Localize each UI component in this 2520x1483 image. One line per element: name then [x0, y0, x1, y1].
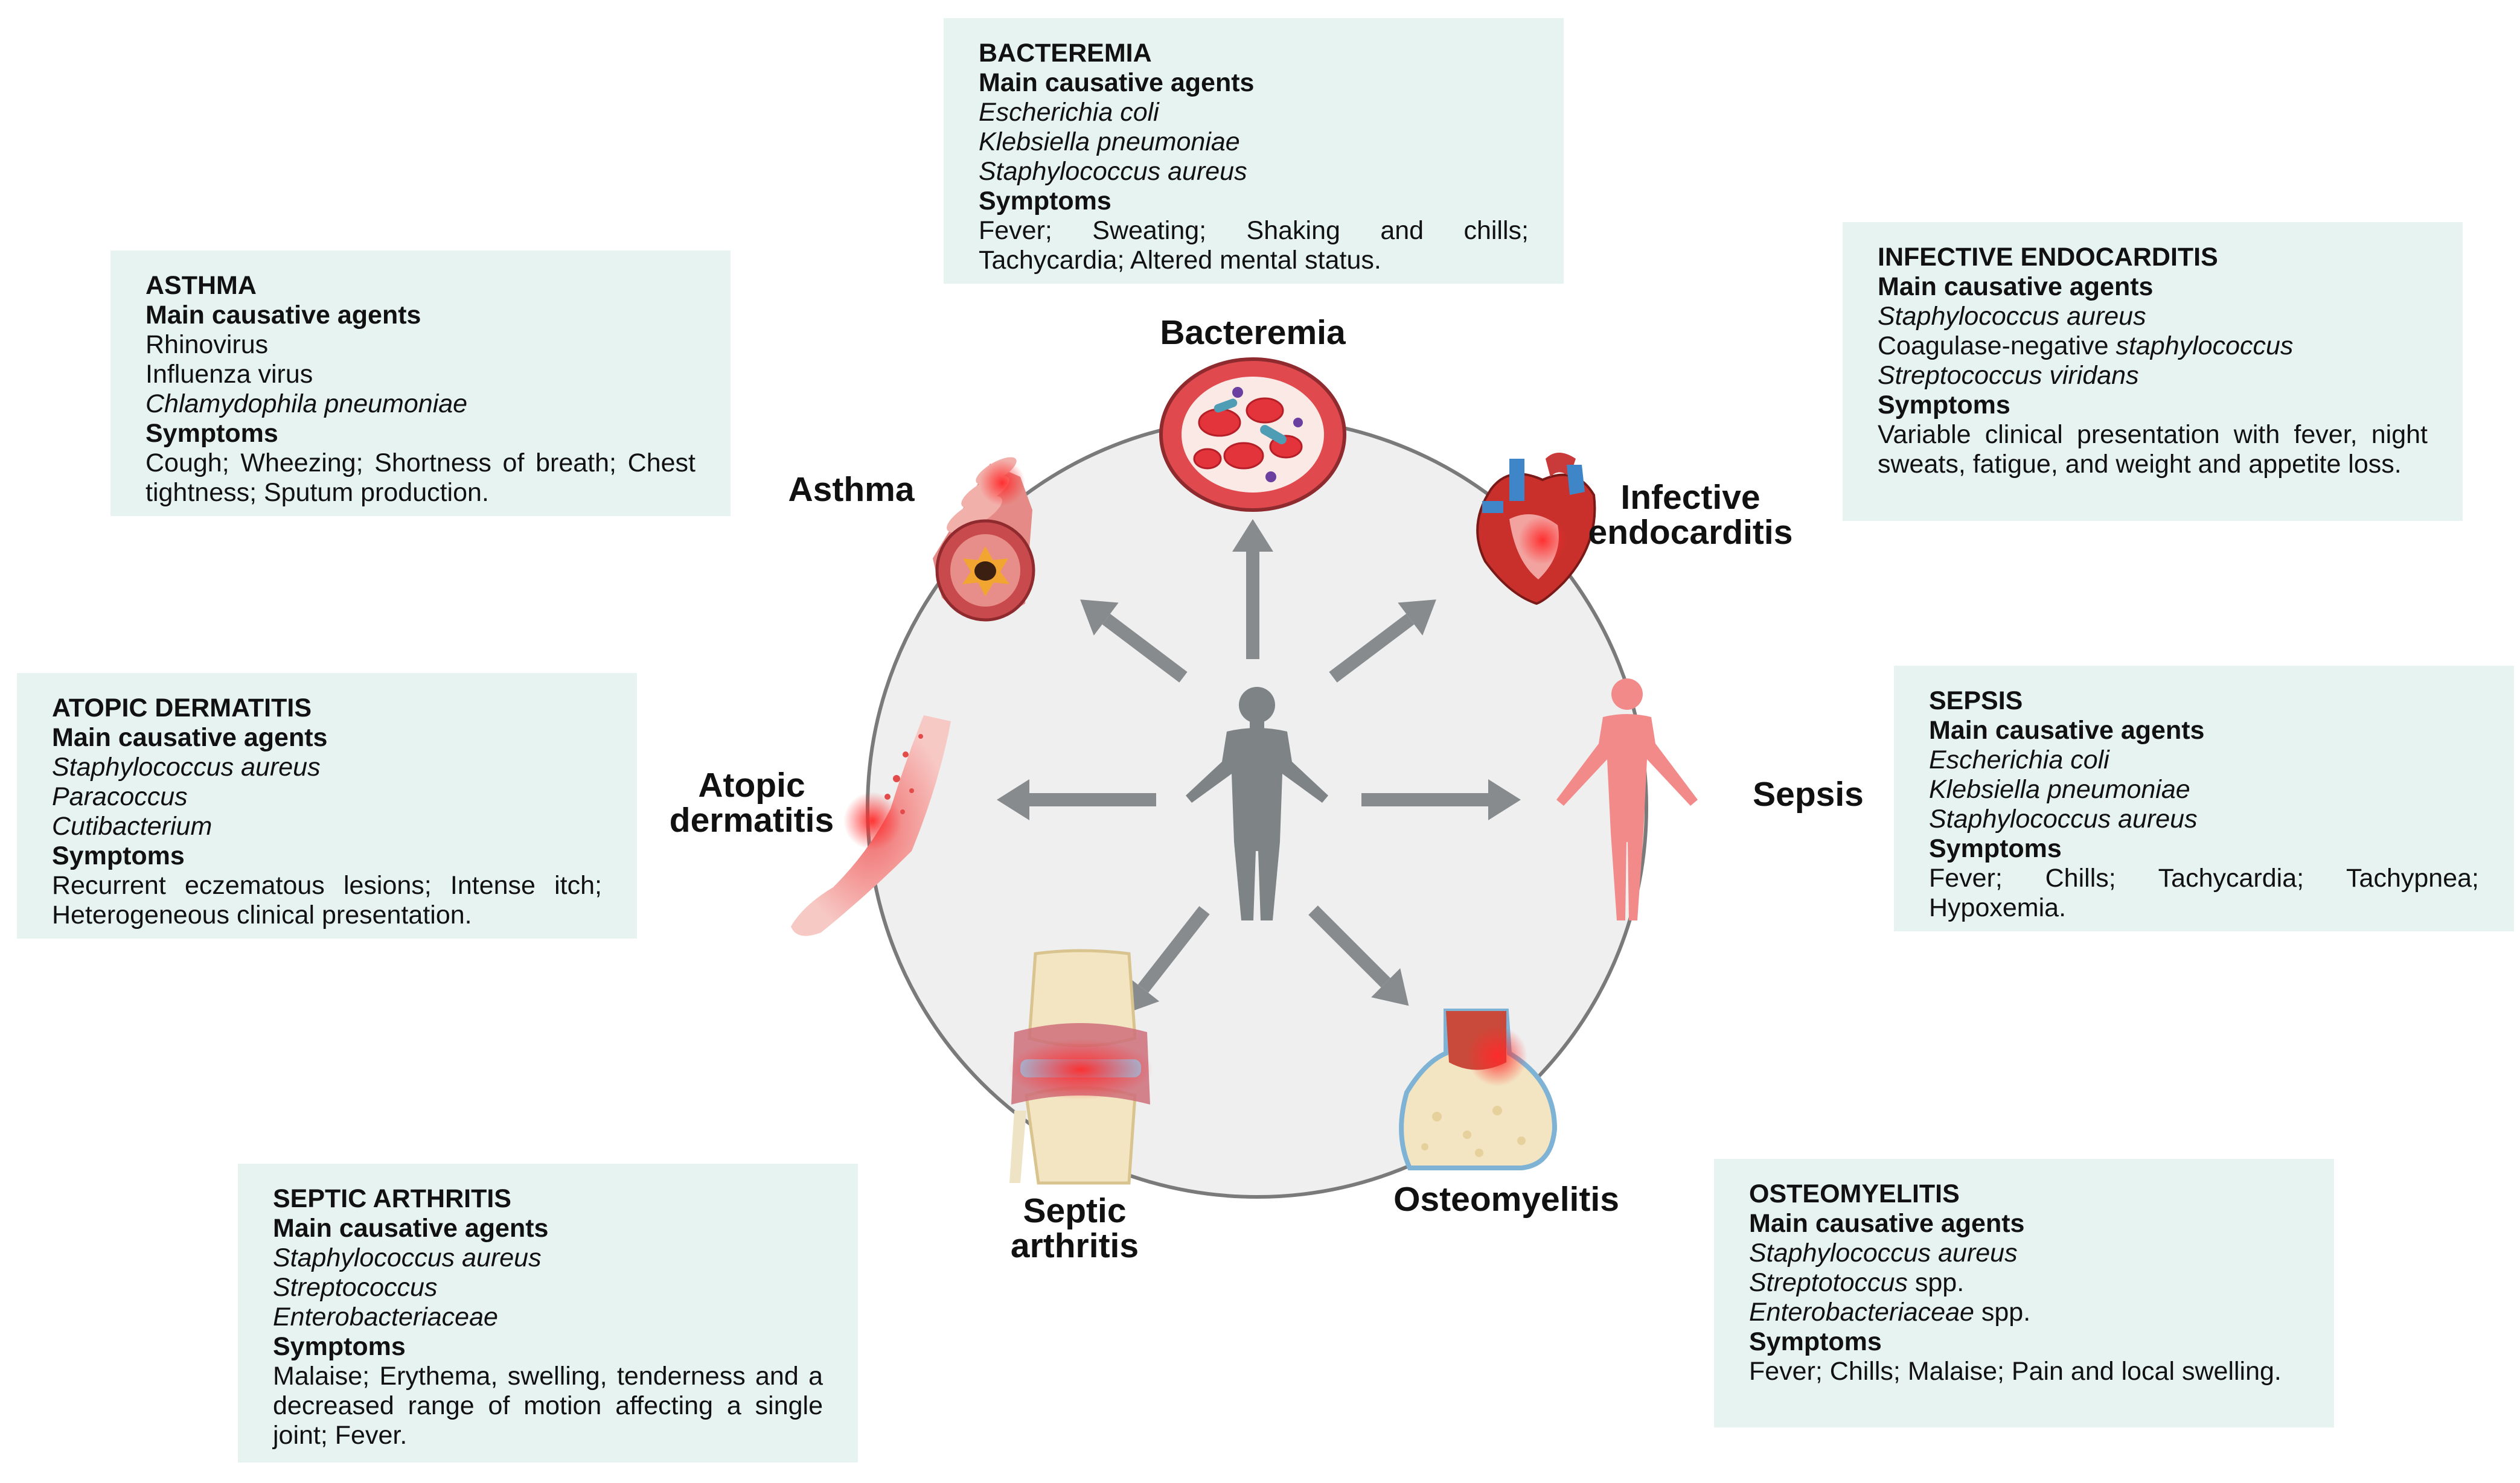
- blood-vessel-icon: [1159, 357, 1346, 512]
- human-figure-icon: [1186, 687, 1328, 920]
- symptoms-heading: Symptoms: [1878, 391, 2010, 419]
- arrow-to-endocarditis: [1329, 599, 1436, 683]
- agent-item: Staphylococcus aureus: [52, 753, 321, 782]
- bone-icon: [1399, 1009, 1558, 1170]
- info-box-asthma: ASTHMA Main causative agents Rhinovirus …: [110, 250, 731, 516]
- label-osteomyelitis: Osteomyelitis: [1393, 1180, 1619, 1219]
- symptoms-text: Malaise; Erythema, swelling, tenderness …: [273, 1362, 823, 1450]
- symptoms-heading: Symptoms: [52, 841, 185, 870]
- agent-item: Klebsiella pneumoniae: [979, 127, 1240, 156]
- box-title: SEPSIS: [1929, 686, 2023, 715]
- box-title: OSTEOMYELITIS: [1749, 1179, 1960, 1208]
- knee-joint-icon: [1008, 949, 1153, 1185]
- agent-item: Staphylococcus aureus: [273, 1243, 542, 1272]
- agent-item: Klebsiella pneumoniae: [1929, 775, 2190, 804]
- agent-item: Staphylococcus aureus: [1878, 302, 2146, 331]
- sepsis-body-icon: [1556, 678, 1698, 920]
- box-title: BACTEREMIA: [979, 39, 1152, 68]
- label-endocarditis-line2: endocarditis: [1588, 513, 1793, 552]
- agent-genus: Streptotoccus: [1749, 1268, 1908, 1297]
- info-box-atopic: ATOPIC DERMATITIS Main causative agents …: [17, 673, 637, 939]
- agent-item: Streptococcus viridans: [1878, 361, 2139, 390]
- heart-icon: [1476, 453, 1596, 605]
- symptoms-heading: Symptoms: [273, 1332, 406, 1361]
- arrow-to-bacteremia: [1232, 519, 1273, 659]
- agent-item: Staphylococcus aureus: [979, 157, 1247, 186]
- agent-item: Streptotoccus spp.: [1749, 1268, 2299, 1298]
- info-box-endocarditis: INFECTIVE ENDOCARDITIS Main causative ag…: [1843, 222, 2463, 521]
- label-bacteremia: Bacteremia: [1160, 313, 1346, 352]
- arrow-to-asthma: [1080, 599, 1188, 683]
- symptoms-text: Cough; Wheezing; Shortness of breath; Ch…: [146, 448, 696, 507]
- agent-item: Paracoccus: [52, 782, 188, 811]
- label-asthma: Asthma: [788, 470, 915, 509]
- info-box-septic: SEPTIC ARTHRITIS Main causative agents S…: [238, 1164, 858, 1462]
- box-title: INFECTIVE ENDOCARDITIS: [1878, 243, 2218, 272]
- label-endocarditis-line1: Infective: [1620, 478, 1760, 517]
- symptoms-heading: Symptoms: [1749, 1327, 1882, 1356]
- label-septic-line1: Septic: [1023, 1191, 1127, 1230]
- agent-item: Escherichia coli: [979, 98, 1159, 127]
- symptoms-heading: Symptoms: [979, 187, 1111, 215]
- symptoms-heading: Symptoms: [146, 419, 278, 448]
- agent-item: Chlamydophila pneumoniae: [146, 389, 468, 418]
- info-box-bacteremia: BACTEREMIA Main causative agents Escheri…: [944, 18, 1564, 284]
- agent-suffix: spp.: [1907, 1268, 1965, 1297]
- symptoms-heading: Symptoms: [1929, 834, 2062, 863]
- label-atopic: Atopic dermatitis: [658, 768, 845, 838]
- arrow-to-atopic: [997, 779, 1156, 820]
- agent-genus: staphylococcus: [2115, 331, 2294, 360]
- symptoms-text: Variable clinical presentation with feve…: [1878, 420, 2428, 479]
- box-title: ATOPIC DERMATITIS: [52, 694, 312, 722]
- agent-item: Staphylococcus aureus: [1749, 1239, 2018, 1268]
- agent-item: Coagulase-negative staphylococcus: [1878, 331, 2428, 361]
- agents-heading: Main causative agents: [979, 68, 1255, 97]
- agent-item: Escherichia coli: [1929, 745, 2109, 774]
- symptoms-text: Fever; Chills; Tachycardia; Tachypnea; H…: [1929, 864, 2479, 922]
- agent-item: Streptococcus: [273, 1273, 438, 1302]
- symptoms-text: Recurrent eczematous lesions; Intense it…: [52, 871, 602, 930]
- agents-heading: Main causative agents: [1929, 716, 2205, 745]
- box-title: SEPTIC ARTHRITIS: [273, 1184, 511, 1213]
- agents-heading: Main causative agents: [52, 723, 328, 752]
- agent-prefix: Coagulase-negative: [1878, 331, 2116, 360]
- agent-item: Cutibacterium: [52, 812, 213, 841]
- agent-item: Staphylococcus aureus: [1929, 805, 2198, 834]
- label-septic-line2: arthritis: [1010, 1226, 1139, 1265]
- agent-genus: Enterobacteriaceae: [1749, 1298, 1974, 1327]
- label-endocarditis: Infective endocarditis: [1588, 480, 1793, 550]
- box-title: ASTHMA: [146, 271, 257, 300]
- agent-item: Enterobacteriaceae spp.: [1749, 1298, 2299, 1327]
- arrow-to-osteomyelitis: [1308, 905, 1409, 1006]
- arrow-to-sepsis: [1361, 779, 1521, 820]
- info-box-osteomyelitis: OSTEOMYELITIS Main causative agents Stap…: [1714, 1159, 2334, 1427]
- agent-suffix: spp.: [1974, 1298, 2031, 1327]
- agent-item: Enterobacteriaceae: [273, 1303, 498, 1332]
- symptoms-text: Fever; Sweating; Shaking and chills; Tac…: [979, 216, 1529, 275]
- agents-heading: Main causative agents: [1878, 272, 2154, 301]
- symptoms-text: Fever; Chills; Malaise; Pain and local s…: [1749, 1357, 2282, 1386]
- agent-item: Rhinovirus: [146, 330, 269, 359]
- agents-heading: Main causative agents: [146, 301, 421, 330]
- info-box-sepsis: SEPSIS Main causative agents Escherichia…: [1894, 666, 2514, 931]
- agent-item: Influenza virus: [146, 360, 313, 389]
- label-septic: Septic arthritis: [990, 1193, 1159, 1263]
- airway-icon: [933, 457, 1035, 622]
- label-sepsis: Sepsis: [1753, 775, 1864, 814]
- agents-heading: Main causative agents: [273, 1214, 549, 1243]
- label-atopic-line1: Atopic: [698, 766, 805, 805]
- arrows: [997, 519, 1521, 1015]
- agents-heading: Main causative agents: [1749, 1209, 2025, 1238]
- label-atopic-line2: dermatitis: [669, 801, 834, 840]
- arm-icon: [791, 715, 951, 936]
